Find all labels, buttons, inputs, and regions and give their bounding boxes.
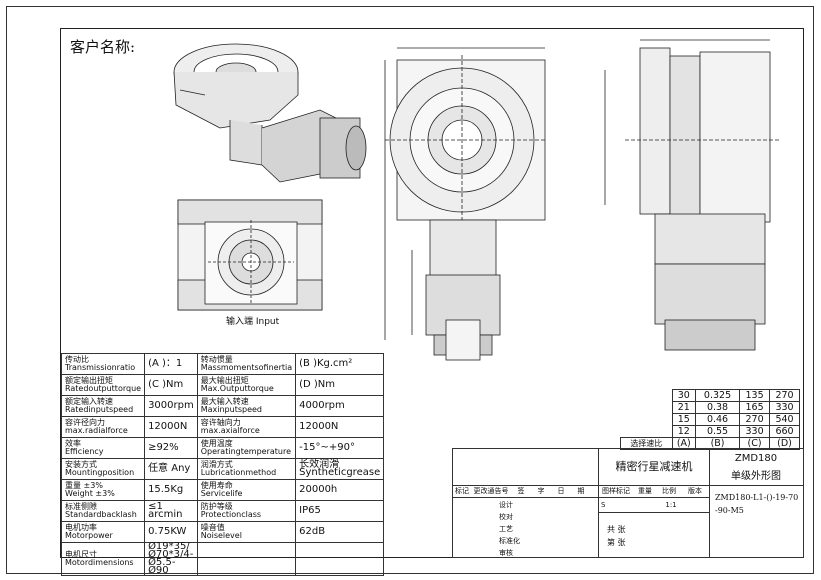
sheets-total: 共 张 [607, 525, 626, 534]
spec-cell: 12000N [144, 416, 198, 438]
ratio-cell: 0.55 [694, 425, 741, 438]
spec-cell: 0.75KW [144, 521, 198, 543]
spec-cell: Ø19*35/Ø70*3/4-Ø5.5-Ø90 [144, 542, 198, 576]
ratio-cell: 270 [769, 389, 800, 402]
drawing-border [6, 6, 814, 574]
title-block: 精密行星减速机 ZMD180 单级外形图 标记 更改通告号 签 字 日 期 设计… [452, 448, 804, 558]
ratio-cell: 15 [671, 413, 696, 426]
spec-cell [196, 542, 297, 576]
ratio-cell: 0.46 [694, 413, 741, 426]
ratio-cell: 0.38 [694, 401, 741, 414]
ratio-cell: 30 [671, 389, 696, 402]
input-view-label: 输入端 Input [226, 317, 280, 327]
spec-cell: 3000rpm [144, 395, 198, 417]
spec-cell: 62dB [295, 521, 385, 543]
spec-cell: 长效润滑 Syntheticgrease [295, 458, 385, 480]
spec-cell: 12000N [295, 416, 385, 438]
ratio-cell: 135 [739, 389, 771, 402]
spec-cell: (A )：1 [144, 353, 198, 375]
ratio-col-header: (B) [694, 437, 741, 450]
spec-cell: (C )Nm [144, 374, 198, 396]
spec-cell: 20000h [295, 479, 385, 501]
spec-cell [295, 542, 385, 576]
sheet-number: 第 张 [607, 538, 626, 547]
model-name: ZMD180 [734, 453, 778, 464]
ratio-cell: 330 [739, 425, 771, 438]
spec-cell: 任意 Any [144, 458, 198, 480]
isometric-view [173, 43, 367, 183]
stage-block: 图样标记 重量 比例 版本 S 1:1 共 张 第 张 [598, 485, 710, 557]
drawing-code: ZMD180-L1-()-19-70-90-M5 [715, 493, 799, 515]
spec-cell: -15°~+90° [295, 437, 385, 459]
ratio-cell: 660 [769, 425, 800, 438]
ratio-col-header: (D) [769, 437, 800, 450]
ratio-cell: 540 [769, 413, 800, 426]
spec-cell: ≥92% [144, 437, 198, 459]
spec-cell: 15.5Kg [144, 479, 198, 501]
spec-cell: IP65 [295, 500, 385, 522]
spec-cell: (B )Kg.cm² [295, 353, 385, 375]
input-view [177, 199, 323, 311]
role-list: 设计校对工艺标准化审核 [499, 501, 520, 557]
ratio-cell: 12 [671, 425, 696, 438]
ratio-cell: 270 [739, 413, 771, 426]
spec-cell: (D )Nm [295, 374, 385, 396]
ratio-header-row: 选择速比(A)(B)(C)(D) [620, 437, 800, 450]
drawing-name: 单级外形图 [731, 471, 781, 482]
customer-label: 客户名称: [70, 38, 136, 56]
ratio-col-header: (C) [739, 437, 771, 450]
ratio-col-header: (A) [671, 437, 696, 450]
ratio-cell: 165 [739, 401, 771, 414]
side-view [604, 39, 780, 351]
ratio-cell: 330 [769, 401, 800, 414]
product-name-cn: 精密行星减速机 [598, 449, 710, 485]
spec-cell: 重量 ±3%Weight ±3% [60, 479, 146, 501]
drawing-frame [60, 28, 804, 558]
ratio-cell: 0.325 [694, 389, 741, 402]
spec-cell: ≤1 arcmin [144, 500, 198, 522]
revision-header: 标记 更改通告号 签 字 日 期 [455, 487, 585, 495]
front-view [384, 47, 546, 361]
ratio-cell: 21 [671, 401, 696, 414]
spec-cell: 4000rpm [295, 395, 385, 417]
